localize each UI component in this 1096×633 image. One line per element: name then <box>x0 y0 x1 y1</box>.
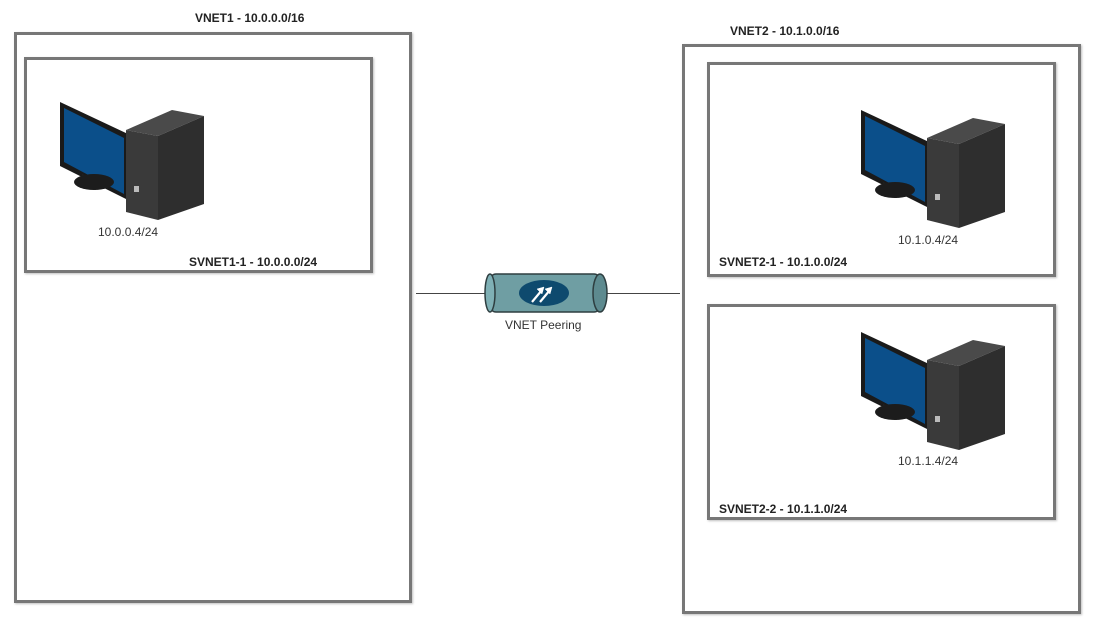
gateway-arrows-icon <box>531 286 553 303</box>
svnet1-1-title: SVNET1-1 - 10.0.0.0/24 <box>189 255 318 269</box>
tower-icon <box>927 340 1005 450</box>
peering-link-left <box>416 293 486 294</box>
svnet2-2-title: SVNET2-2 - 10.1.1.0/24 <box>719 502 848 516</box>
vnet-peering-label: VNET Peering <box>505 318 582 332</box>
peering-link-right <box>606 293 680 294</box>
host-ip-label: 10.0.0.4/24 <box>98 225 159 239</box>
vnet-peering-icon[interactable] <box>484 272 610 314</box>
computer-icon[interactable] <box>857 108 1007 228</box>
computer-icon[interactable] <box>56 100 206 220</box>
computer-icon[interactable] <box>857 330 1007 450</box>
svnet2-1-title: SVNET2-1 - 10.1.0.0/24 <box>719 255 848 269</box>
monitor-icon <box>861 110 929 208</box>
tower-icon <box>927 118 1005 228</box>
vnet2-title: VNET2 - 10.1.0.0/16 <box>730 24 840 38</box>
host-ip-label: 10.1.0.4/24 <box>898 233 959 247</box>
host-ip-label: 10.1.1.4/24 <box>898 454 959 468</box>
monitor-icon <box>60 102 128 200</box>
vnet1-title: VNET1 - 10.0.0.0/16 <box>195 11 305 25</box>
monitor-icon <box>861 332 929 430</box>
tower-icon <box>126 110 204 220</box>
